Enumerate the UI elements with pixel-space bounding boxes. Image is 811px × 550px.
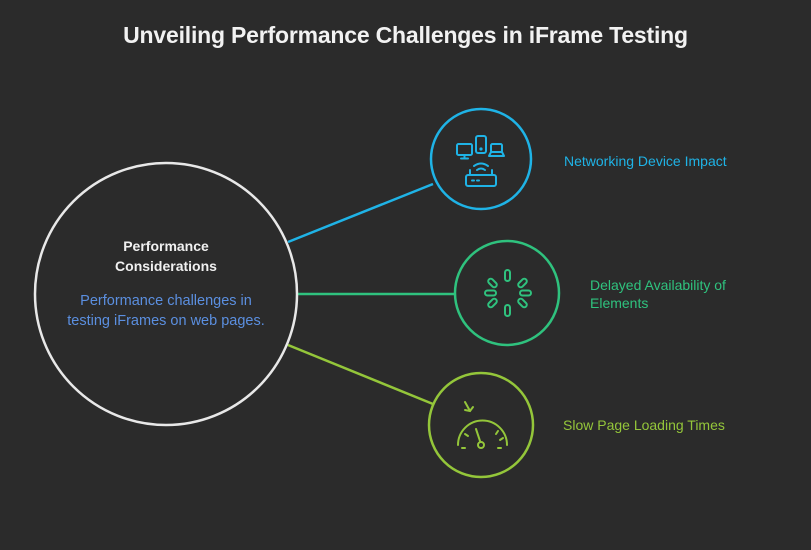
center-node-circle	[33, 161, 299, 427]
connector-networking	[287, 182, 434, 244]
branch-label-delayed: Delayed Availability of Elements	[590, 277, 726, 311]
branch-label-slow: Slow Page Loading Times	[563, 417, 725, 433]
diagram-title: Unveiling Performance Challenges in iFra…	[123, 22, 688, 48]
loading-spinner-icon	[484, 269, 532, 317]
connector-slow	[287, 343, 434, 406]
branch-node-delayed	[453, 239, 561, 347]
branch-node-networking	[429, 107, 533, 211]
branch-node-slow	[427, 371, 535, 479]
branch-label-networking: Networking Device Impact	[564, 153, 727, 169]
network-devices-icon	[456, 135, 505, 187]
speedometer-icon	[457, 401, 508, 449]
center-node-description: Performance challenges in testing iFrame…	[67, 293, 265, 329]
center-node-title: Performance Considerations	[115, 238, 217, 274]
